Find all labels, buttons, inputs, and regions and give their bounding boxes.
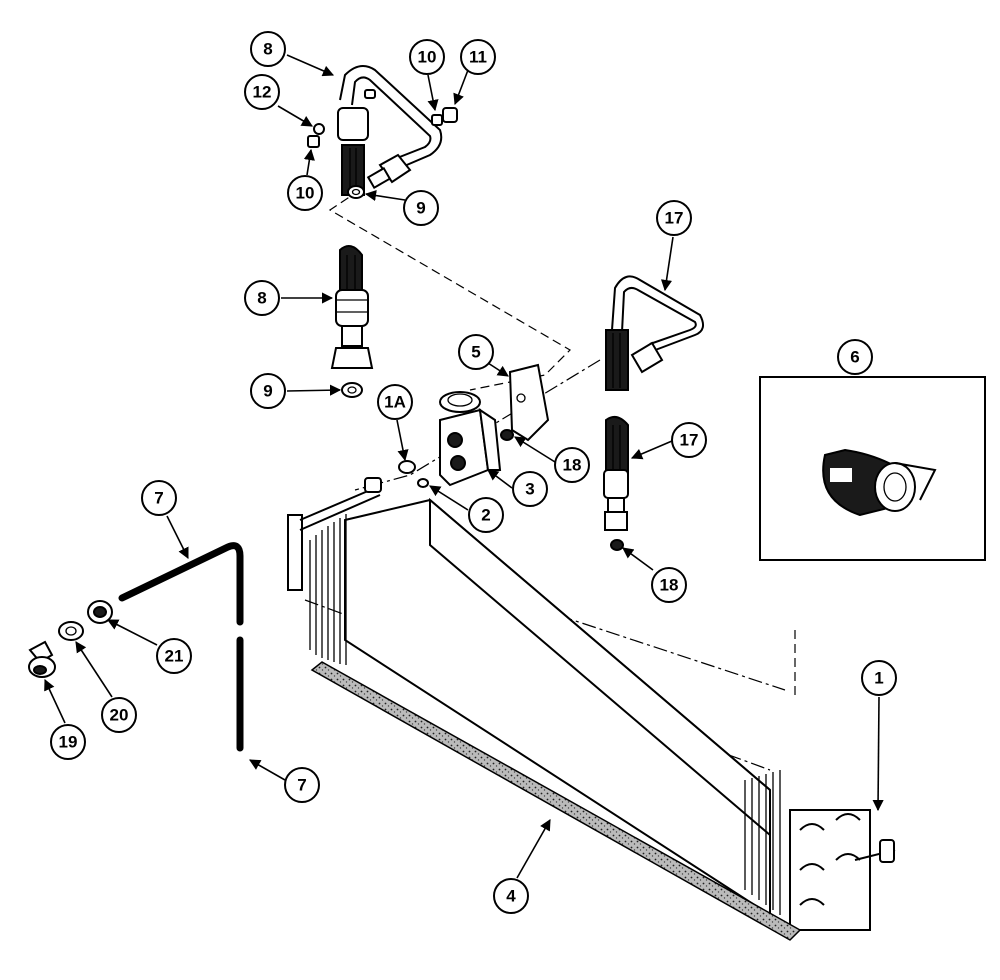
svg-text:17: 17 [680, 431, 699, 450]
bracket-5 [508, 363, 550, 442]
callout-18-a: 18 [554, 447, 590, 483]
callout-9-mid: 9 [250, 373, 286, 409]
callout-9-top: 9 [403, 190, 439, 226]
callout-3: 3 [512, 471, 548, 507]
evaporator-core-1 [287, 477, 896, 931]
callout-10-left: 10 [287, 175, 323, 211]
callout-19: 19 [50, 724, 86, 760]
callout-6: 6 [837, 339, 873, 375]
svg-text:7: 7 [297, 776, 306, 795]
callout-4: 4 [493, 878, 529, 914]
washer-9-top [347, 185, 365, 199]
right-tube-17 [605, 275, 705, 391]
svg-text:11: 11 [469, 48, 487, 67]
svg-text:5: 5 [471, 343, 480, 362]
o-ring-18-lower [610, 539, 624, 551]
o-ring-2 [417, 478, 429, 488]
o-ring-12 [313, 123, 325, 135]
washer-20 [58, 621, 84, 641]
svg-text:10: 10 [296, 184, 315, 203]
svg-text:9: 9 [263, 382, 272, 401]
callout-7-bot: 7 [284, 767, 320, 803]
upper-tube-assembly-8 [337, 65, 443, 196]
svg-text:8: 8 [257, 289, 266, 308]
callout-2: 2 [468, 497, 504, 533]
expansion-valve-3 [439, 391, 502, 487]
foam-strip-4 [310, 661, 802, 941]
tape-roll-icon [822, 448, 937, 517]
callout-10-top: 10 [409, 39, 445, 75]
callout-7-top: 7 [141, 480, 177, 516]
callout-17-top: 17 [656, 200, 692, 236]
svg-text:1A: 1A [384, 393, 406, 412]
callout-17-mid: 17 [671, 422, 707, 458]
svg-text:6: 6 [850, 348, 859, 367]
return-bends [799, 813, 861, 906]
washer-9-mid [341, 382, 363, 398]
svg-text:19: 19 [59, 733, 78, 752]
hose-end-8 [330, 245, 374, 369]
fitting-10-top [431, 114, 443, 126]
drain-valve-19 [28, 640, 56, 678]
svg-text:21: 21 [165, 647, 184, 666]
callout-1A: 1A [377, 384, 413, 420]
callout-18-b: 18 [651, 567, 687, 603]
fitting-10-left [307, 135, 320, 148]
svg-text:17: 17 [665, 209, 684, 228]
svg-text:18: 18 [563, 456, 582, 475]
tape-box-6 [759, 376, 986, 561]
o-ring-1A [398, 460, 416, 474]
svg-text:8: 8 [263, 40, 272, 59]
core-fins [309, 514, 781, 915]
nut-21 [87, 600, 113, 624]
svg-text:7: 7 [154, 489, 163, 508]
callout-20: 20 [101, 697, 137, 733]
drain-hose-7-upper [118, 542, 244, 626]
leader-lines [44, 54, 884, 879]
callout-8-mid: 8 [244, 280, 280, 316]
svg-text:2: 2 [481, 506, 490, 525]
svg-text:1: 1 [874, 669, 883, 688]
svg-text:4: 4 [506, 887, 516, 906]
svg-text:20: 20 [110, 706, 129, 725]
fitting-11 [442, 107, 458, 123]
callout-1: 1 [861, 660, 897, 696]
hose-end-17 [603, 415, 629, 531]
callout-5: 5 [458, 334, 494, 370]
o-ring-18-upper [500, 429, 514, 441]
svg-text:9: 9 [416, 199, 425, 218]
callout-11: 11 [460, 39, 496, 75]
svg-text:3: 3 [525, 480, 534, 499]
svg-text:10: 10 [418, 48, 437, 67]
callout-21: 21 [156, 638, 192, 674]
svg-text:12: 12 [253, 83, 272, 102]
callout-8-top: 8 [250, 31, 286, 67]
svg-text:18: 18 [660, 576, 679, 595]
callout-12: 12 [244, 74, 280, 110]
